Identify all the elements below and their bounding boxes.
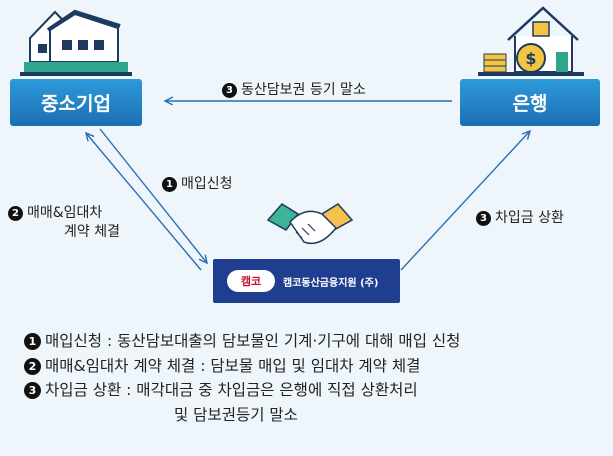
label-buy-request: 1 매입신청 [162,173,233,193]
arrow-sme-to-camco [99,128,207,263]
node-bank-label: 은행 [512,93,548,115]
arrow-camco-to-sme [86,133,202,271]
note-text: 매입신청 : 동산담보대출의 담보물인 기계·기구에 대해 매입 신청 [45,332,461,350]
node-sme: 중소기업 [10,79,142,126]
node-camco: 캠코 캠코동산금융지원 (주) [213,259,400,303]
svg-text:$: $ [525,49,536,68]
step-number-badge: 3 [222,83,237,98]
label-repay-text: 차입금 상환 [495,210,564,226]
note-number-badge: 1 [24,333,41,350]
camco-logo: 캠코 [227,270,275,292]
node-sme-label: 중소기업 [41,93,111,115]
step-number-badge: 1 [162,177,177,192]
bank-house-coins-icon: $ [478,6,584,76]
note-number-badge: 3 [24,382,41,399]
note-text: 매매&임대차 계약 체결 : 담보물 매입 및 임대차 계약 체결 [45,356,421,375]
label-lease-line1: 매매&임대차 [27,205,103,221]
label-repay: 3 차입금 상환 [476,207,564,227]
step-number-badge: 2 [8,206,23,221]
note-text: 차입금 상환 : 매각대금 중 차입금은 은행에 직접 상환처리 [45,381,418,399]
node-bank: 은행 [460,79,600,126]
label-buy-text: 매입신청 [181,176,233,192]
label-lease-line2: 계약 체결 [64,224,120,240]
note-number-badge: 2 [24,357,41,375]
label-sale-lease: 2 매매&임대차 [8,202,102,222]
camco-name: 캠코동산금융지원 (주) [283,277,379,289]
label-release: 3 동산담보권 등기 말소 [222,79,366,99]
note-continuation: 및 담보권등기 말소 [174,405,298,424]
camco-logo-text: 캠코 [240,275,262,288]
handshake-icon [266,203,354,245]
label-release-text: 동산담보권 등기 말소 [241,82,366,98]
step-number-badge: 3 [476,211,491,226]
factory-building-icon [20,9,132,76]
arrow-camco-to-bank [400,131,530,271]
